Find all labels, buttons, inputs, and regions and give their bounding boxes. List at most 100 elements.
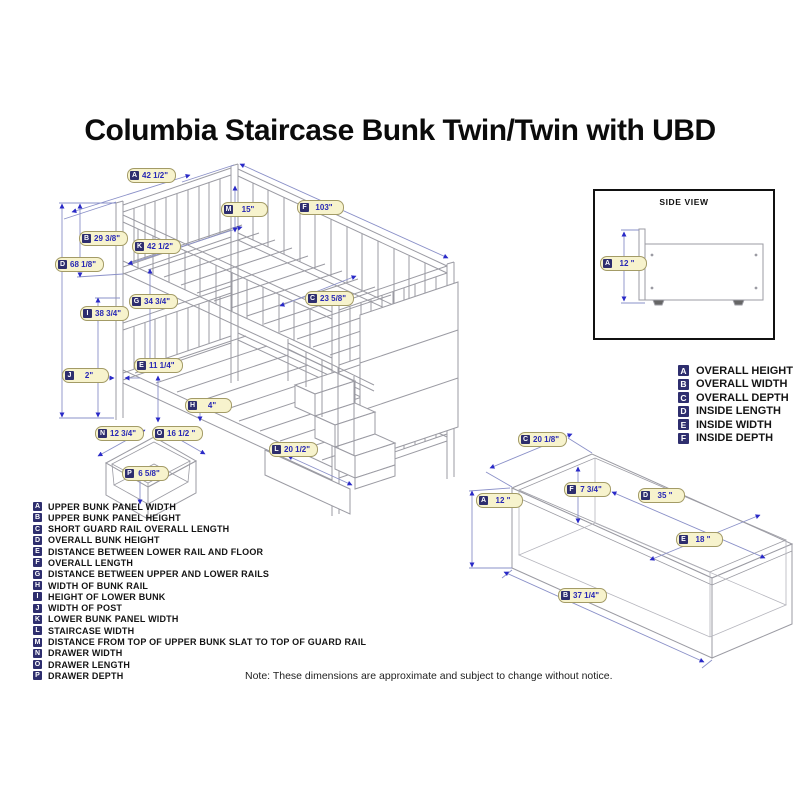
dim-value: 23 5/8" <box>320 294 347 303</box>
legend-letter: C <box>33 524 42 534</box>
dim-value: 38 3/4" <box>95 309 122 318</box>
legend-label: DRAWER DEPTH <box>48 670 124 681</box>
dim-value: 20 1/2" <box>284 445 311 454</box>
legend-row: A OVERALL HEIGHT <box>678 364 793 377</box>
legend-label: LOWER BUNK PANEL WIDTH <box>48 614 179 625</box>
dim-letter: E <box>137 361 146 370</box>
dim-value: 2" <box>84 371 94 380</box>
legend-label: OVERALL HEIGHT <box>696 364 793 377</box>
dim-letter: C <box>308 294 317 303</box>
legend-letter: E <box>678 419 689 431</box>
legend-letter: G <box>33 569 42 579</box>
dim-value: 103" <box>315 203 333 212</box>
dim-letter: B <box>561 591 570 600</box>
dim-letter: O <box>155 429 164 438</box>
side-view-title: SIDE VIEW <box>659 197 709 207</box>
dim-value: 7 3/4" <box>580 485 602 494</box>
legend-label: OVERALL BUNK HEIGHT <box>48 535 160 546</box>
legend-letter: C <box>678 392 689 404</box>
dim-value: 11 1/4" <box>149 361 175 370</box>
dim-letter: L <box>272 445 281 454</box>
legend-letter: D <box>678 405 689 417</box>
bunk-bed-drawing <box>59 163 459 516</box>
legend-label: OVERALL WIDTH <box>696 378 788 391</box>
legend-letter: A <box>33 502 42 511</box>
legend-label: UPPER BUNK PANEL WIDTH <box>48 501 177 512</box>
legend-label: INSIDE LENGTH <box>696 405 781 418</box>
legend-letter: O <box>33 660 42 670</box>
legend-letter: B <box>33 513 42 523</box>
dim-value: 15" <box>241 205 255 214</box>
legend-letter: K <box>33 614 42 624</box>
legend-row: I HEIGHT OF LOWER BUNK <box>33 591 366 602</box>
legend-letter: I <box>33 592 42 602</box>
dim-value: 6 5/8" <box>138 469 160 478</box>
legend-letter: L <box>33 626 42 636</box>
legend-label: DISTANCE BETWEEN LOWER RAIL AND FLOOR <box>48 546 264 557</box>
legend-label: HEIGHT OF LOWER BUNK <box>48 591 166 602</box>
legend-label: STAIRCASE WIDTH <box>48 625 135 636</box>
legend-row: G DISTANCE BETWEEN UPPER AND LOWER RAILS <box>33 569 366 580</box>
dim-letter: H <box>188 401 197 410</box>
dim-letter: P <box>125 469 134 478</box>
legend-letter: D <box>33 535 42 545</box>
legend-label: OVERALL DEPTH <box>696 391 789 404</box>
dim-value: 4" <box>207 401 217 410</box>
dim-value: 12 3/4" <box>110 429 137 438</box>
dim-letter: D <box>641 491 650 500</box>
legend-label: WIDTH OF POST <box>48 603 123 614</box>
dim-value: 16 1/2 " <box>167 429 196 438</box>
dim-letter: C <box>521 435 530 444</box>
dim-letter: E <box>679 535 688 544</box>
dim-chip-ubd-f: F 7 3/4" <box>564 482 611 497</box>
dim-value: 12 " <box>619 259 635 268</box>
legend-label: WIDTH OF BUNK RAIL <box>48 580 149 591</box>
legend-letter: H <box>33 581 42 591</box>
legend-letter: M <box>33 637 42 647</box>
dim-chip-ubd-e: E 18 " <box>676 532 723 547</box>
dim-chip-p: P 6 5/8" <box>122 466 169 481</box>
legend-row: L STAIRCASE WIDTH <box>33 625 366 636</box>
legend-letter: A <box>678 365 689 376</box>
dim-letter: A <box>130 171 139 180</box>
dim-letter: J <box>65 371 74 380</box>
dim-chip-j: J 2" <box>62 368 109 383</box>
dim-value: 20 1/8" <box>533 435 560 444</box>
dim-value: 34 3/4" <box>144 297 171 306</box>
legend-label: OVERALL LENGTH <box>48 557 134 568</box>
dim-value: 18 " <box>695 535 711 544</box>
legend-row: D INSIDE LENGTH <box>678 405 793 418</box>
dim-letter: F <box>567 485 576 494</box>
ubd-drawing <box>468 433 794 669</box>
dim-letter: F <box>300 203 309 212</box>
legend-label: INSIDE DEPTH <box>696 432 774 445</box>
legend-row: H WIDTH OF BUNK RAIL <box>33 580 366 591</box>
dim-letter: M <box>224 205 233 214</box>
legend-label: DISTANCE BETWEEN UPPER AND LOWER RAILS <box>48 569 270 580</box>
dim-letter: G <box>132 297 141 306</box>
dim-value: 37 1/4" <box>573 591 600 600</box>
legend-letter: F <box>678 432 689 444</box>
